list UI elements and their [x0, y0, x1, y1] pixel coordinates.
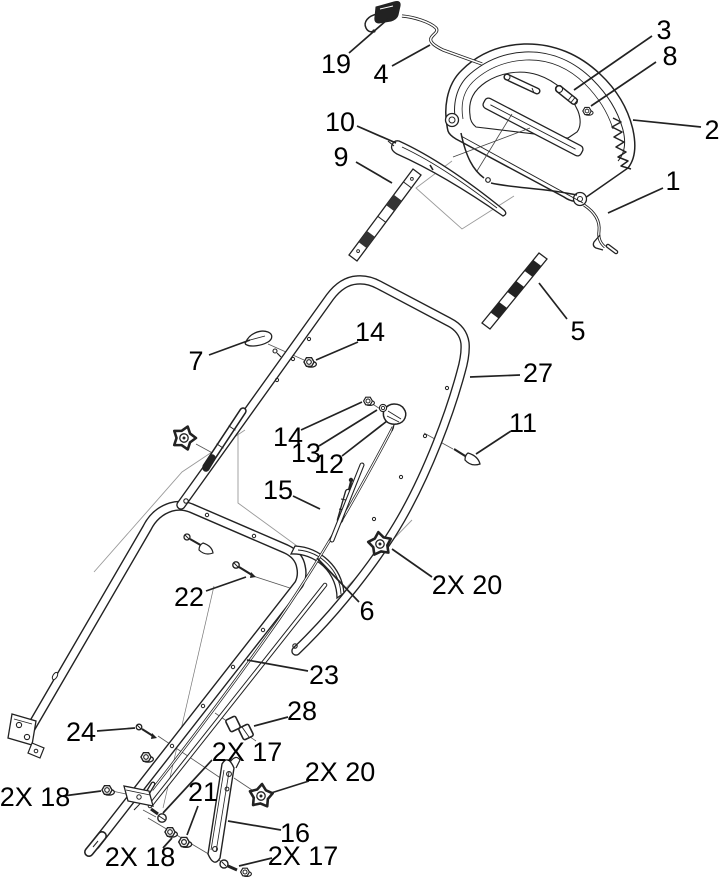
callout-label-2x-17: 2X 17	[212, 737, 283, 767]
callout-label-15: 15	[263, 475, 293, 505]
callout-leader-2x-20	[391, 548, 433, 578]
callout-leader-19	[348, 18, 389, 54]
callout-leader-9	[355, 161, 393, 184]
callout-label-28: 28	[287, 696, 317, 726]
callout-leader-14	[315, 341, 359, 361]
callout-leader-6	[316, 557, 360, 603]
grip-rail-9	[348, 168, 422, 262]
strut-16	[207, 756, 241, 863]
callout-label-8: 8	[662, 41, 677, 71]
lever-19	[364, 1, 401, 33]
callout-label-14: 14	[355, 317, 385, 347]
callout-label-1: 1	[665, 166, 680, 196]
knob-20-upper-left	[168, 421, 200, 453]
brake-cable-1	[583, 203, 619, 255]
spring-2	[611, 117, 632, 170]
screw-24	[135, 723, 157, 739]
callout-leader-16	[227, 820, 282, 831]
callout-label-4: 4	[373, 59, 388, 89]
nut-21	[178, 836, 193, 849]
nut-14-upper	[303, 356, 318, 368]
callout-label-22: 22	[174, 582, 204, 612]
lower-handle-clevis-end	[7, 713, 45, 759]
callout-label-2: 2	[704, 115, 719, 145]
callout-leader-27	[469, 374, 521, 378]
bolt-22	[232, 561, 256, 578]
nut-17-bottom	[240, 867, 252, 877]
callout-label-2x-18: 2X 18	[0, 782, 70, 812]
callout-leader-2x-17	[238, 857, 273, 867]
callout-label-14: 14	[273, 422, 303, 452]
callout-label-13: 13	[291, 438, 321, 468]
callout-leader-14	[300, 401, 363, 431]
washer-13	[378, 403, 388, 413]
lower-handle-tube	[24, 500, 307, 850]
callout-label-27: 27	[523, 358, 553, 388]
control-housing	[444, 43, 636, 207]
callout-leader-2	[632, 119, 702, 128]
grip-channel-strip	[202, 407, 247, 472]
callout-leader-4	[391, 44, 431, 67]
callout-label-3: 3	[656, 15, 671, 45]
callout-label-23: 23	[309, 660, 339, 690]
nut-18-left-upper	[140, 751, 155, 763]
callout-leader-3	[573, 35, 653, 91]
callout-label-6: 6	[359, 596, 374, 626]
screw-11	[453, 448, 481, 466]
callout-leader-15	[292, 495, 321, 510]
callout-leader-28	[253, 716, 289, 727]
lower-handle-end-cap	[84, 831, 107, 857]
bolt-3	[554, 84, 579, 105]
callout-label-5: 5	[570, 316, 585, 346]
cable-clamp-28	[225, 715, 254, 741]
callout-label-2x-20: 2X 20	[305, 757, 376, 787]
callout-leader-13	[318, 409, 378, 447]
handle-brace-strip	[147, 582, 328, 809]
callout-leader-10	[356, 125, 397, 144]
bolt-17-bottom	[219, 859, 238, 872]
callout-label-21: 21	[188, 777, 218, 807]
callout-label-12: 12	[314, 449, 344, 479]
callout-leader-12	[341, 420, 388, 457]
curved-cover-10	[387, 140, 507, 217]
callout-label-10: 10	[325, 107, 355, 137]
callout-label-2x-18: 2X 18	[105, 842, 176, 872]
callout-leader-11	[475, 430, 512, 455]
callout-label-2x-17: 2X 17	[268, 841, 339, 871]
callout-label-16: 16	[280, 818, 310, 848]
phantom-boundary-lines	[93, 160, 515, 589]
nut-14-lower	[363, 396, 375, 407]
callout-label-7: 7	[188, 346, 203, 376]
callout-label-9: 9	[333, 142, 348, 172]
callout-leader-2x-18	[62, 790, 102, 797]
cable-cover-strip	[329, 462, 365, 543]
callout-leader-21	[186, 805, 199, 836]
callout-leader-22	[205, 576, 247, 592]
callout-leader-23	[246, 659, 309, 672]
callout-leader-24	[96, 727, 136, 732]
callout-leader-5	[538, 282, 568, 320]
callout-label-19: 19	[321, 49, 351, 79]
rod-4	[401, 14, 483, 66]
callout-label-2x-20: 2X 20	[432, 570, 503, 600]
clip-7	[244, 330, 282, 358]
callout-label-11: 11	[509, 408, 537, 438]
bolt-17-upper	[150, 807, 167, 823]
callout-leader-1	[607, 187, 664, 214]
callout-leader-2x-17	[162, 759, 213, 814]
nut-18-left	[101, 784, 116, 796]
callout-leader-7	[208, 339, 251, 356]
callout-leader-8	[590, 61, 657, 107]
grip-rail-5	[481, 252, 548, 330]
knob-20-lower	[247, 781, 275, 808]
callout-label-24: 24	[66, 717, 96, 747]
callout-leader-2x-20	[270, 780, 310, 794]
callout-leader-2x-18	[162, 837, 173, 849]
push-pin-22b	[183, 533, 214, 555]
lower-mount-bracket	[123, 785, 154, 807]
corner-gusset-bracket	[289, 545, 345, 600]
nut-18-bottom	[164, 826, 179, 838]
